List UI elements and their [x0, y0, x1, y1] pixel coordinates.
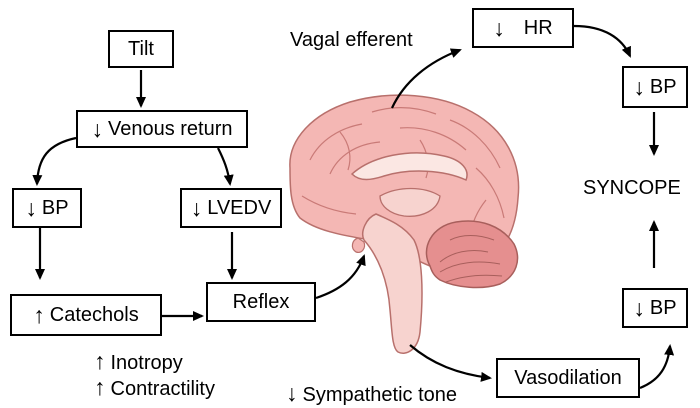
- catechols-box: ↑ Catechols: [10, 294, 162, 336]
- vasodilation-box: Vasodilation: [496, 358, 640, 398]
- bp-top-right-box: ↓ BP: [622, 66, 688, 108]
- arrow-brain-to-vasodilation: [409, 344, 492, 382]
- arrow-hr-to-bp: [573, 24, 632, 58]
- lvedv-box: ↓ LVEDV: [180, 188, 282, 228]
- up-arrow-icon: ↑: [94, 374, 106, 400]
- bp-top-right-label: BP: [649, 75, 677, 98]
- arrow-vasodilation-to-bp: [639, 344, 675, 390]
- reflex-box: Reflex: [206, 282, 316, 322]
- pituitary: [351, 237, 366, 253]
- bp-bottom-right-box: ↓ BP: [622, 288, 688, 328]
- sympathetic-tone-label: ↓Sympathetic tone: [286, 380, 458, 406]
- down-arrow-icon: ↓: [286, 380, 298, 406]
- vasodilation-label: Vasodilation: [514, 366, 622, 389]
- catechols-label: Catechols: [49, 303, 139, 326]
- up-arrow-icon: ↑: [94, 348, 106, 374]
- brainstem: [362, 213, 423, 354]
- thalamus: [379, 187, 441, 217]
- diagram-arrows: [32, 24, 675, 390]
- cerebellum-folia: [439, 235, 503, 283]
- up-arrow-icon: ↑: [33, 301, 45, 328]
- corpus-callosum: [350, 152, 468, 182]
- down-arrow-icon: ↓: [633, 294, 645, 321]
- down-arrow-icon: ↓: [190, 194, 203, 221]
- inotropy-label: ↑Inotropy: [94, 348, 183, 374]
- venous-return-label: Venous return: [107, 117, 233, 140]
- reflex-label: Reflex: [232, 290, 290, 313]
- bp-bottom-right-label: BP: [649, 296, 677, 319]
- vagal-efferent-label: Vagal efferent: [290, 29, 413, 51]
- hr-box: ↓ HR: [472, 8, 574, 48]
- tilt-label: Tilt: [128, 37, 154, 60]
- tilt-box: Tilt: [108, 30, 174, 68]
- down-arrow-icon: ↓: [633, 73, 645, 100]
- venous-return-box: ↓ Venous return: [76, 110, 248, 148]
- bp-left-label: BP: [41, 196, 69, 219]
- hr-label: HR: [523, 16, 553, 39]
- down-arrow-icon: ↓: [91, 115, 103, 142]
- syncope-label: SYNCOPE: [583, 177, 681, 199]
- contractility-label: ↑Contractility: [94, 374, 215, 400]
- arrow-venous-to-bp: [32, 136, 77, 186]
- brain-illustration: [289, 94, 520, 354]
- arrow-reflex-to-brain: [315, 254, 366, 300]
- cerebellum-shape: [425, 220, 519, 289]
- down-arrow-icon: ↓: [25, 194, 37, 221]
- bp-left-box: ↓ BP: [12, 188, 82, 228]
- down-arrow-icon: ↓: [493, 14, 505, 41]
- lvedv-label: LVEDV: [207, 196, 272, 219]
- arrow-brain-to-hr: [391, 48, 462, 109]
- arrow-venous-to-lvedv: [217, 147, 234, 186]
